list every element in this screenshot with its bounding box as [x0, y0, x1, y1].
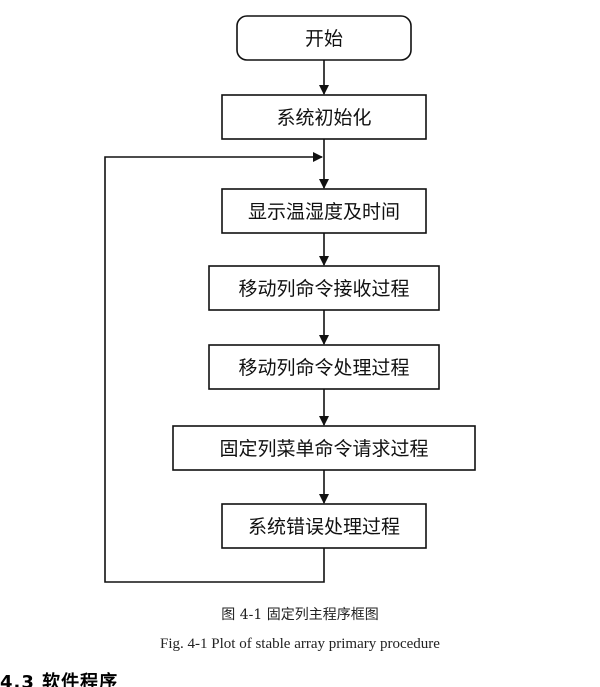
step-init: 系统初始化 [221, 94, 427, 140]
step-menu-request: 固定列菜单命令请求过程 [172, 425, 476, 471]
step-display: 显示温湿度及时间 [221, 188, 427, 234]
step-receive-label: 移动列命令接收过程 [238, 278, 409, 300]
step-error: 系统错误处理过程 [221, 503, 427, 549]
start-node-label: 开始 [305, 28, 343, 50]
figure-caption-chinese: 图 4-1 固定列主程序框图 [221, 607, 379, 623]
step-init-label: 系统初始化 [276, 107, 371, 129]
section-heading-text: 4.3 软件程序 [0, 672, 119, 687]
loop-back-arrow [104, 152, 325, 583]
step-error-label: 系统错误处理过程 [248, 516, 400, 538]
figure-caption-english: Fig. 4-1 Plot of stable array primary pr… [160, 636, 440, 652]
start-node: 开始 [236, 15, 412, 61]
step-process-label: 移动列命令处理过程 [238, 357, 409, 379]
section-heading-cutoff: 4.3 软件程序 [0, 672, 200, 687]
step-display-label: 显示温湿度及时间 [248, 201, 400, 223]
step-process: 移动列命令处理过程 [208, 344, 440, 390]
step-receive: 移动列命令接收过程 [208, 265, 440, 311]
flowchart: 开始 系统初始化 显示温湿度及时间 移动列命令接收过程 移动列命令处理过程 固定… [104, 15, 476, 583]
step-menu-request-label: 固定列菜单命令请求过程 [219, 438, 428, 460]
